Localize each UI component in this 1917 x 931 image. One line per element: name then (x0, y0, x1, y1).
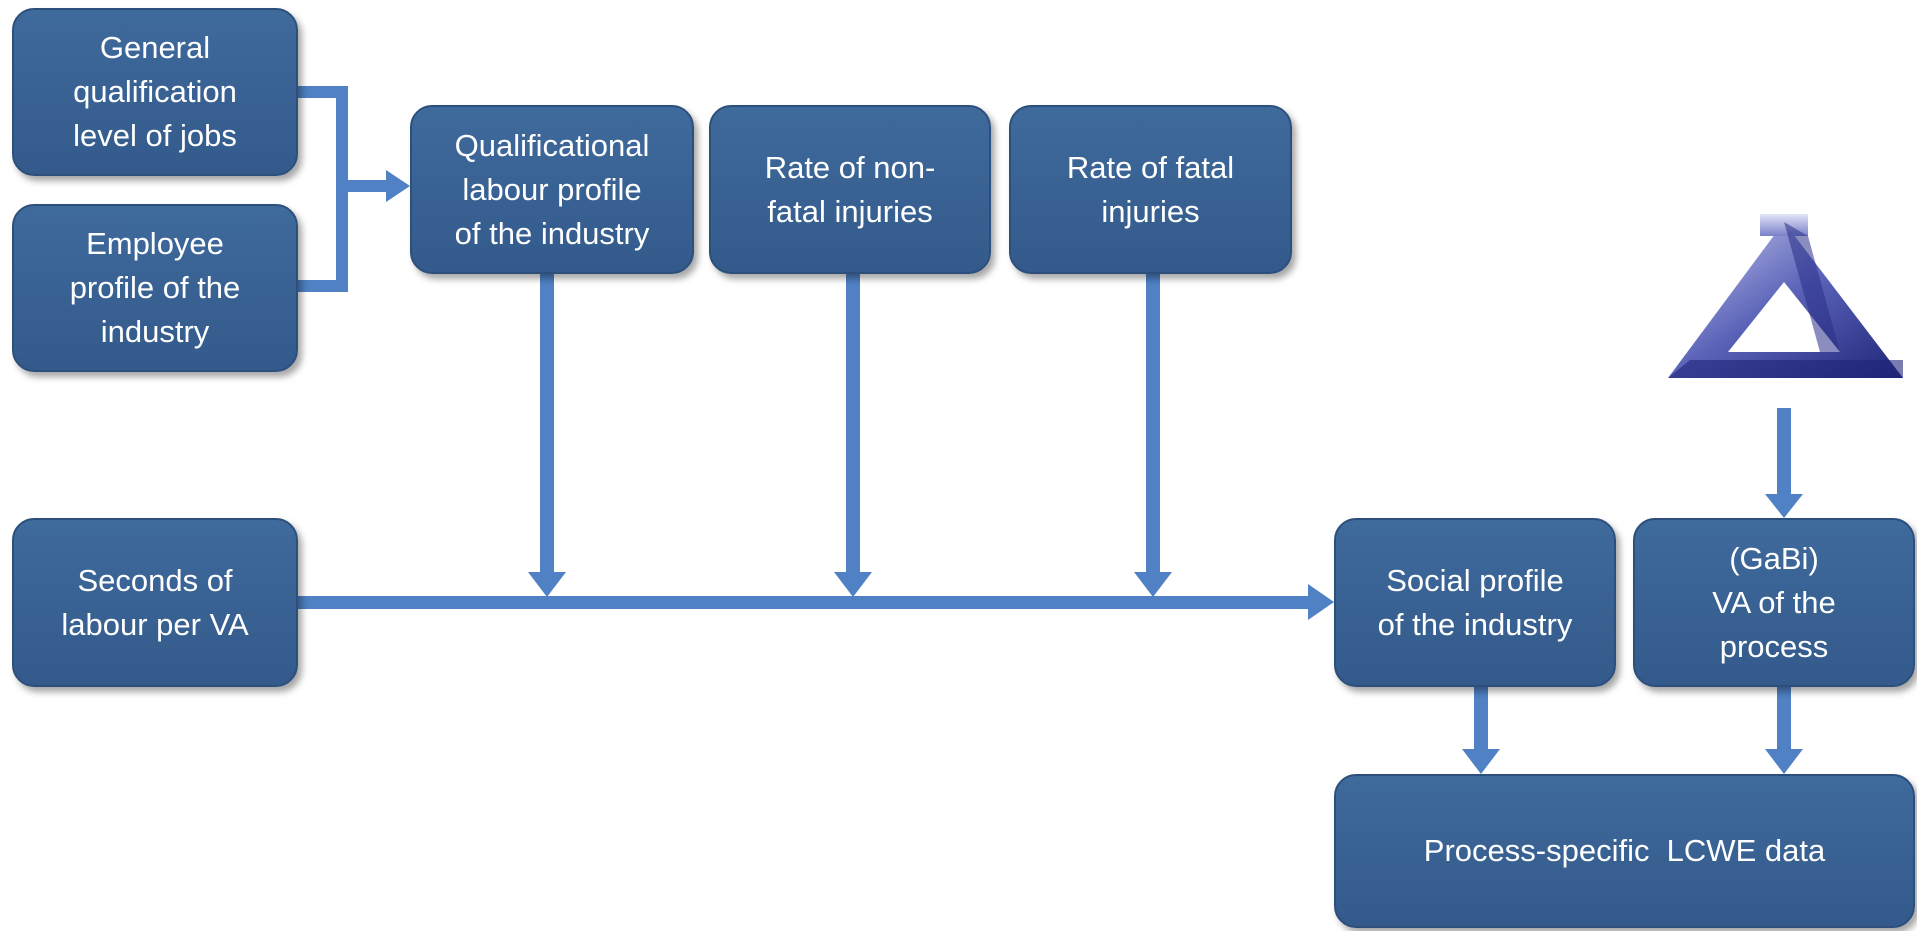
bracket-top-stub (298, 86, 348, 98)
social-down-shaft (1474, 687, 1488, 751)
logo-down-arrowhead (1765, 494, 1803, 518)
non-fatal-injuries-label: Rate of non- fatal injuries (764, 149, 936, 229)
bracket-to-qual-shaft (348, 180, 388, 192)
bracket-vertical (336, 86, 348, 292)
logo-down-shaft (1777, 408, 1791, 496)
va-down-shaft (1777, 687, 1791, 751)
qualificational-profile-label: Qualificational labour profile of the in… (454, 127, 650, 251)
employee-profile-box: Employee profile of the industry (12, 204, 298, 372)
qual-down-shaft (540, 274, 554, 574)
social-profile-box: Social profile of the industry (1334, 518, 1616, 687)
nonfatal-down-arrowhead (834, 572, 872, 597)
qual-down-arrowhead (528, 572, 566, 597)
fatal-down-arrowhead (1134, 572, 1172, 597)
fatal-injuries-label: Rate of fatal injuries (1066, 149, 1235, 229)
bracket-to-qual-arrowhead (386, 170, 410, 202)
seconds-of-labour-label: Seconds of labour per VA (61, 562, 249, 642)
nonfatal-down-shaft (846, 274, 860, 574)
social-down-arrowhead (1462, 749, 1500, 774)
gabi-va-box: (GaBi) VA of the process (1633, 518, 1915, 687)
social-profile-label: Social profile of the industry (1377, 562, 1573, 642)
bracket-bottom-stub (298, 280, 348, 292)
general-qualification-label: General qualification level of jobs (73, 30, 237, 153)
seconds-of-labour-box: Seconds of labour per VA (12, 518, 298, 687)
impossible-triangle-logo-icon (1668, 214, 1903, 378)
main-line-arrowhead (1308, 584, 1334, 620)
fatal-injuries-box: Rate of fatal injuries (1009, 105, 1292, 274)
employee-profile-label: Employee profile of the industry (69, 226, 241, 349)
general-qualification-box: General qualification level of jobs (12, 8, 298, 176)
va-down-arrowhead (1765, 749, 1803, 774)
fatal-down-shaft (1146, 274, 1160, 574)
non-fatal-injuries-box: Rate of non- fatal injuries (709, 105, 991, 274)
qualificational-profile-box: Qualificational labour profile of the in… (410, 105, 694, 274)
lcwe-data-box: Process-specific LCWE data (1334, 774, 1915, 928)
main-line-shaft (298, 596, 1310, 609)
gabi-va-label: (GaBi) VA of the process (1712, 540, 1836, 664)
lcwe-data-label: Process-specific LCWE data (1423, 833, 1826, 868)
